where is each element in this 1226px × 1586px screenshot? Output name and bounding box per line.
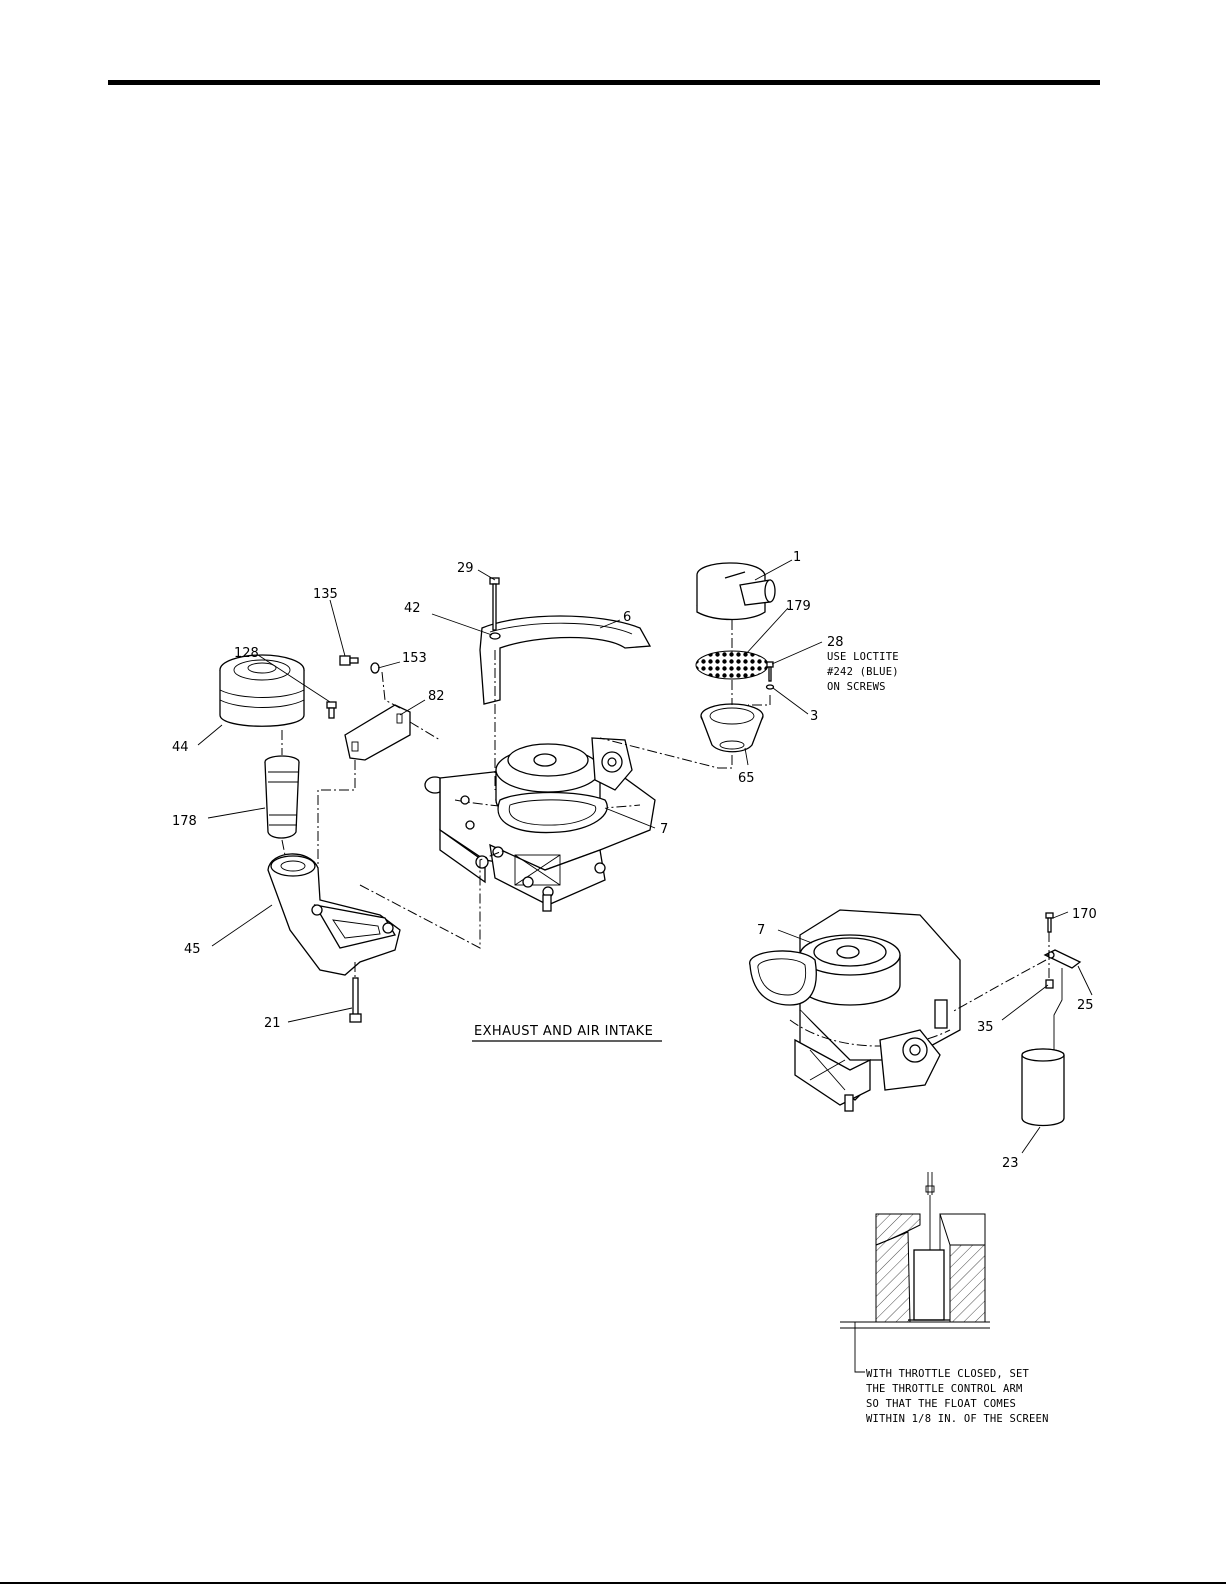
callout-25: 25: [1077, 998, 1094, 1013]
callout-29: 29: [457, 561, 474, 576]
screw-128: [327, 702, 336, 718]
callout-82: 82: [428, 689, 445, 704]
callout-21: 21: [264, 1016, 281, 1031]
callout-128: 128: [234, 646, 259, 661]
callout-1: 1: [793, 550, 801, 565]
callout-170: 170: [1072, 907, 1097, 922]
throttle-note-line-2: THE THROTTLE CONTROL ARM: [866, 1383, 1023, 1395]
screw-28: [767, 662, 773, 681]
callout-6: 6: [623, 610, 631, 625]
intake-cover-1: [697, 563, 775, 620]
callout-178: 178: [172, 814, 197, 829]
throttle-note-line-4: WITHIN 1/8 IN. OF THE SCREEN: [866, 1413, 1049, 1425]
screw-170: [1046, 913, 1053, 932]
callout-153: 153: [402, 651, 427, 666]
pump-housing-7: [425, 738, 655, 911]
throttle-note-line-3: SO THAT THE FLOAT COMES: [866, 1398, 1016, 1410]
nut-35: [1046, 980, 1053, 988]
callout-23: 23: [1002, 1156, 1019, 1171]
screen-179: [696, 651, 768, 679]
throttle-note: WITH THROTTLE CLOSED, SET THE THROTTLE C…: [866, 1368, 1049, 1425]
loctite-note-line-2: #242 (BLUE): [827, 666, 899, 678]
callout-35: 35: [977, 1020, 994, 1035]
callout-65: 65: [738, 771, 755, 786]
pump-housing-7-rear: [750, 910, 960, 1111]
muffler-44: [220, 655, 304, 726]
float-section-detail: [840, 1172, 990, 1372]
callout-135: 135: [313, 587, 338, 602]
washer-42: [490, 633, 500, 639]
callout-44: 44: [172, 740, 189, 755]
leader-lines: [198, 560, 1092, 1153]
bolt-21: [350, 978, 361, 1022]
manifold-bracket-6: [480, 616, 650, 704]
elbow-45: [268, 854, 400, 975]
loctite-note-line-1: USE LOCTITE: [827, 651, 899, 663]
bracket-82: [345, 705, 410, 760]
callout-3: 3: [810, 709, 818, 724]
arm-25: [1045, 950, 1080, 968]
screw-135: [340, 656, 358, 665]
intake-base-65: [701, 704, 763, 752]
nipple-178: [265, 756, 299, 838]
callout-42: 42: [404, 601, 421, 616]
loctite-note: USE LOCTITE #242 (BLUE) ON SCREWS: [827, 651, 899, 693]
washer-3: [767, 685, 774, 689]
callout-7a: 7: [660, 822, 668, 837]
callout-45: 45: [184, 942, 201, 957]
callout-7b: 7: [757, 923, 765, 938]
callout-179: 179: [786, 599, 811, 614]
float-23: [1022, 1049, 1064, 1126]
caption-text: EXHAUST AND AIR INTAKE: [474, 1024, 653, 1039]
washer-153: [371, 663, 379, 673]
callout-28: 28: [827, 635, 844, 650]
loctite-note-line-3: ON SCREWS: [827, 681, 886, 693]
diagram-caption: EXHAUST AND AIR INTAKE: [472, 1024, 662, 1041]
footer-rule: [0, 1582, 1226, 1584]
throttle-note-line-1: WITH THROTTLE CLOSED, SET: [866, 1368, 1030, 1380]
